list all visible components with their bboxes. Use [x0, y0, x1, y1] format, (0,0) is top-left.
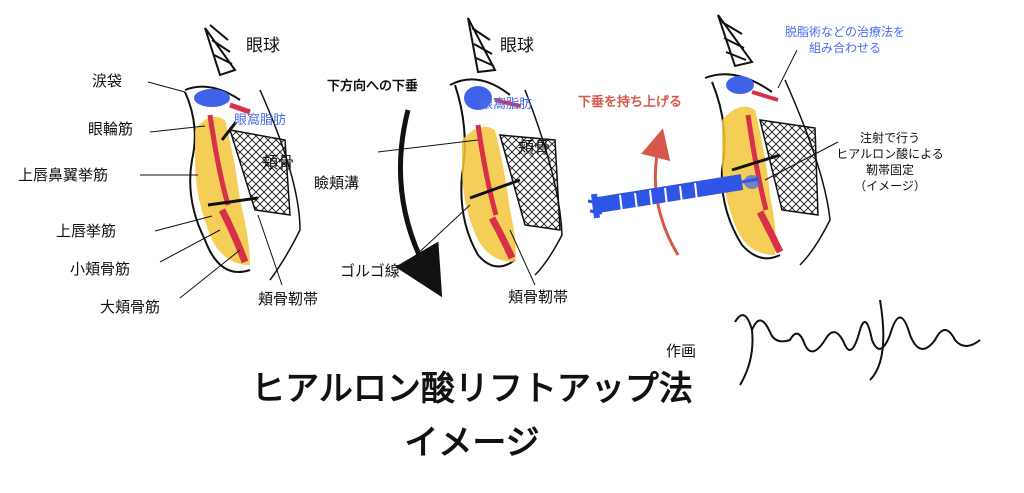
panel2-golgo-line-label: ゴルゴ線 [340, 262, 400, 280]
page-title-line-2: イメージ [404, 423, 540, 463]
panel2-zygoma-label: 頬骨 [518, 138, 551, 157]
injection-note-line-2: ヒアルロン酸による [836, 147, 944, 161]
signature-mark [734, 299, 981, 386]
panel1-sketch [140, 24, 301, 299]
panel1-zygomatic-minor-label: 小頬骨筋 [70, 260, 131, 278]
credit-label: 作画 [666, 342, 697, 360]
panel1-zygomatic-ligament-label: 頬骨靭帯 [258, 290, 319, 308]
panel2-downward-sag-label: 下方向への下垂 [327, 79, 419, 94]
panel2-orbital-fat-label: 眼窩脂肪 [480, 97, 533, 112]
panel1-zygoma-label: 頬骨 [262, 153, 295, 172]
panel1-levator-alae-label: 上唇鼻翼挙筋 [18, 166, 109, 184]
panel3-sketch [587, 14, 839, 266]
panel1-orbital-fat-label: 眼窩脂肪 [234, 113, 287, 128]
combined-treatment-line-2: 組み合わせる [808, 41, 881, 55]
combined-treatment-line-1: 脱脂術などの治療法を [784, 25, 905, 39]
panel1-zygomatic-major-label: 大頬骨筋 [100, 298, 161, 316]
panel2-lid-cheek-groove-label: 瞼頬溝 [314, 174, 360, 192]
panel1-levator-labii-label: 上唇挙筋 [56, 222, 117, 240]
panel2-eyeball-label: 眼球 [500, 36, 534, 56]
panel1-orbicularis-label: 眼輪筋 [88, 120, 134, 138]
page-title-line-1: ヒアルロン酸リフトアップ法 [251, 369, 693, 409]
injection-note-line-4: （イメージ） [854, 179, 926, 193]
injection-note-line-3: 靭帯固定 [865, 163, 914, 177]
panel2-zygomatic-ligament-label: 頬骨靭帯 [508, 288, 569, 306]
panel3-lift-sag-label: 下垂を持ち上げる [578, 95, 683, 110]
panel3-combined-treatment-note: 脱脂術などの治療法を 組み合わせる [750, 24, 940, 56]
panel1-tear-trough-label: 涙袋 [92, 72, 123, 90]
curved-down-arrow-icon [395, 109, 443, 298]
panel1-eyeball-label: 眼球 [246, 36, 280, 56]
syringe-icon [587, 174, 759, 219]
panel3-injection-note: 注射で行う ヒアルロン酸による 靭帯固定 （イメージ） [810, 130, 970, 194]
panel2-sketch [377, 17, 563, 298]
injection-note-line-1: 注射で行う [859, 131, 920, 145]
